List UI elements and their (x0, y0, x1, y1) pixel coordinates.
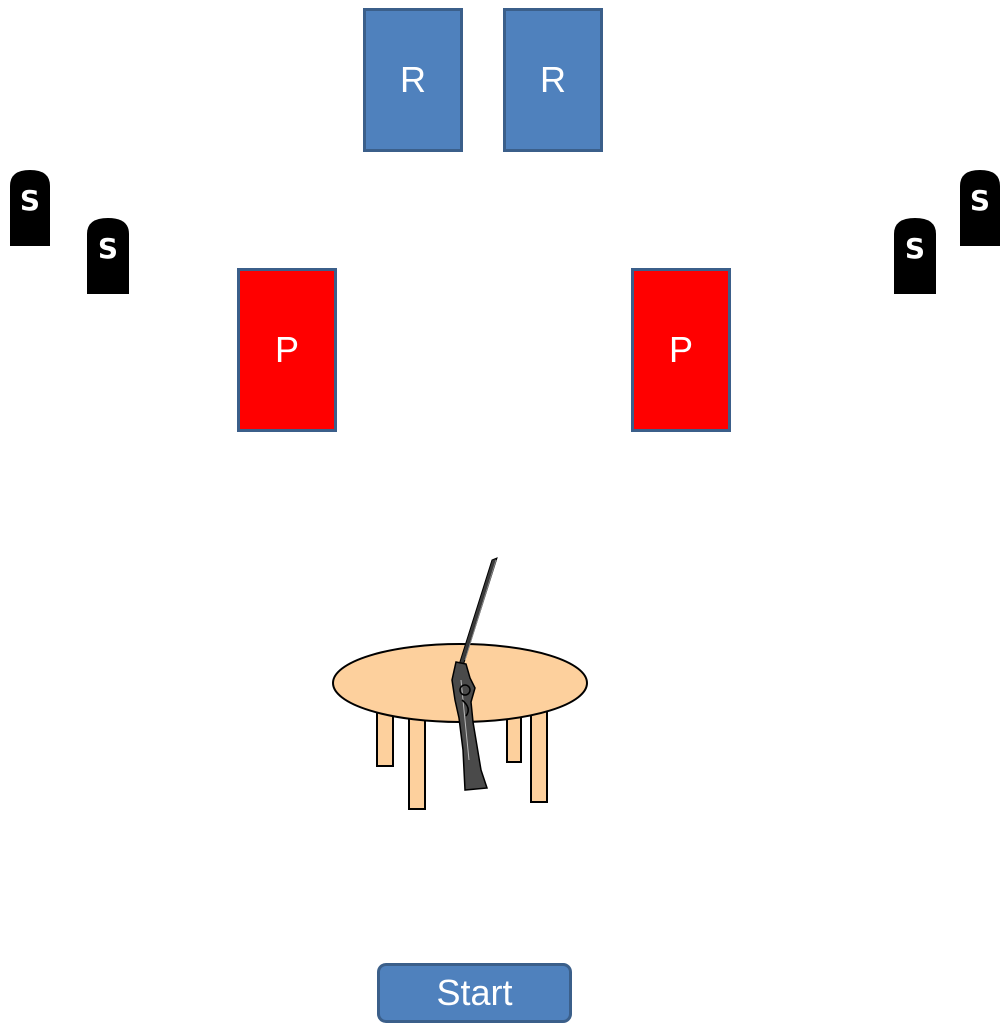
p-card-1-label: P (274, 329, 299, 370)
tombstone-letter: S (20, 184, 40, 217)
table-icon (332, 557, 588, 810)
r-card-2[interactable]: R (503, 8, 603, 152)
tombstone-icon: S (894, 218, 936, 294)
tombstone-letter: S (98, 232, 118, 265)
shotgun-icon[interactable] (451, 557, 498, 791)
tombstone-icon: S (10, 170, 50, 246)
tombstone-icon: S (87, 218, 129, 294)
r-card-1[interactable]: R (363, 8, 463, 152)
tombstone-icon: S (960, 170, 1000, 246)
tombstone-letter: S (905, 232, 925, 265)
tombstone-letter: S (970, 184, 990, 217)
p-card-2-label: P (668, 329, 693, 370)
r-card-1-label: R (400, 59, 426, 100)
p-card-1[interactable]: P (237, 268, 337, 432)
r-card-2-label: R (540, 59, 566, 100)
p-card-2[interactable]: P (631, 268, 731, 432)
start-button[interactable]: Start (377, 963, 572, 1023)
